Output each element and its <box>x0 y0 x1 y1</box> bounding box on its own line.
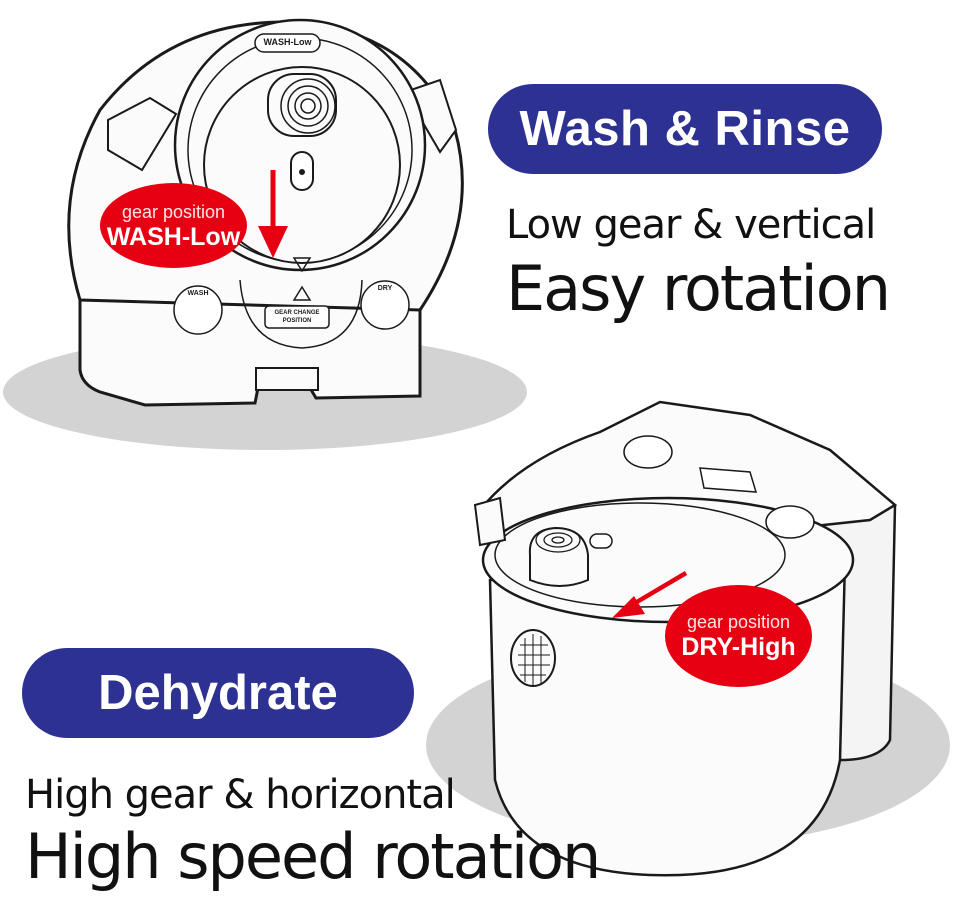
badge-caption: gear position <box>121 201 226 222</box>
badge-value: WASH-Low <box>106 222 241 251</box>
device-top-tag-label: WASH-Low <box>263 37 312 47</box>
wash-subtitle: Low gear & vertical <box>506 202 876 248</box>
dehydrate-subtitle: High gear & horizontal <box>25 772 456 818</box>
mode-pill-label: Dehydrate <box>98 666 338 720</box>
device-gear-change-label: GEAR CHANGE POSITION <box>274 310 320 324</box>
gear-position-badge-wash: gear position WASH-Low <box>100 183 247 268</box>
device-dry-button-label: DRY <box>377 285 393 292</box>
mode-pill-wash-rinse: Wash & Rinse <box>488 84 882 174</box>
dehydrate-headline: High speed rotation <box>25 820 601 893</box>
mode-pill-label: Wash & Rinse <box>519 102 851 156</box>
badge-caption: gear position <box>686 612 791 632</box>
mode-pill-dehydrate: Dehydrate <box>22 648 414 738</box>
gear-position-badge-dry: gear position DRY-High <box>665 585 812 687</box>
wash-headline: Easy rotation <box>506 252 891 325</box>
device-wash-button-label: WASH <box>187 290 209 297</box>
badge-value: DRY-High <box>681 633 796 661</box>
